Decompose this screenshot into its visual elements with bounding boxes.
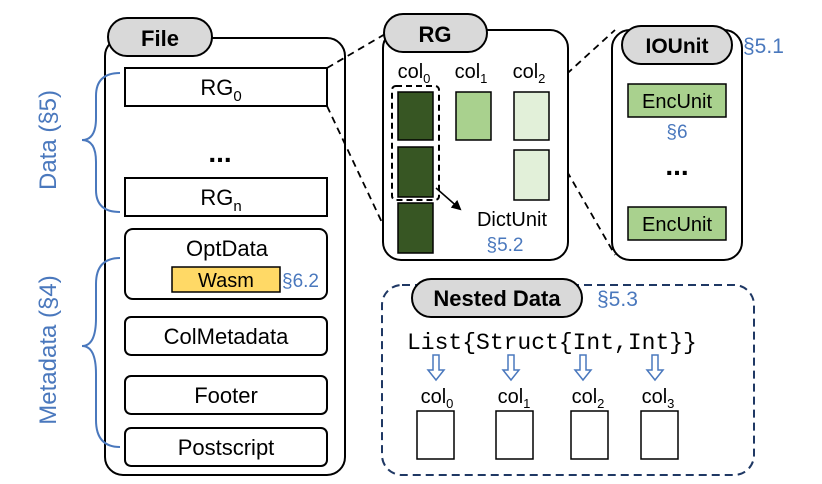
data-side-label: Data (§5) (35, 90, 62, 190)
encunit-bottom-label: EncUnit (642, 214, 712, 236)
rg-col1-label: col1 (455, 61, 488, 86)
file-title-pill (107, 17, 213, 57)
encunit-top-label: EncUnit (642, 91, 712, 113)
nested-arrow-1 (501, 354, 521, 382)
footer-box (124, 375, 328, 415)
optdata-label: OptData (186, 236, 269, 261)
nested-col1-label: col1 (498, 386, 531, 411)
rg-col0-label: col0 (398, 61, 431, 86)
metadata-brace: Metadata (§4) (35, 257, 121, 448)
footer-label: Footer (194, 383, 258, 408)
nested-col2-block (570, 410, 609, 460)
nested-title: Nested Data (433, 286, 561, 311)
iounit-title-pill (621, 25, 733, 65)
nested-col0-label: col0 (421, 386, 454, 411)
nested-section-ref: §5.3 (597, 288, 638, 311)
rgn-label: RGn (200, 185, 241, 215)
metadata-side-label: Metadata (§4) (35, 275, 62, 424)
rg-col0-block-3 (397, 202, 434, 254)
nested-title-pill (411, 278, 583, 318)
rg-ellipsis: ... (208, 137, 231, 168)
iounit-section-ref: §5.1 (743, 35, 784, 58)
iounit-panel: IOUnit §5.1 EncUnit §6 ... EncUnit (611, 25, 784, 261)
nested-arrow-3 (645, 354, 665, 382)
rg-col2-label: col2 (513, 61, 546, 86)
iounit-dashed-group (391, 85, 440, 201)
rg-col0-block-2 (397, 146, 434, 198)
nested-col3-label: col3 (642, 386, 675, 411)
rg-col2-block-2 (513, 149, 550, 201)
nested-schema: List{Struct{Int,Int}} (407, 330, 697, 356)
nested-data-panel: Nested Data §5.3 List{Struct{Int,Int}} c… (381, 278, 755, 476)
rg-title: RG (419, 22, 452, 47)
encunit-top-box (627, 83, 727, 118)
nested-arrow-2 (573, 354, 593, 382)
wasm-box (171, 266, 281, 293)
nested-arrow-0 (426, 354, 446, 382)
rg-col1-block (455, 91, 492, 141)
nested-col3-block (640, 410, 679, 460)
nested-col2-label: col2 (572, 386, 605, 411)
postscript-label: Postscript (178, 435, 275, 460)
rg-section-ref: §5.2 (487, 235, 524, 256)
nested-col0-block (416, 410, 455, 460)
dictunit-label: DictUnit (477, 209, 547, 231)
rg-title-pill (383, 13, 488, 53)
rgn-box (124, 177, 328, 217)
nested-col1-block (495, 410, 534, 460)
rg0-box (124, 67, 328, 107)
iounit-title: IOUnit (646, 35, 709, 58)
file-panel: File RG0 ... RGn OptData Wasm §6.2 ColMe… (104, 17, 346, 476)
wasm-section-ref: §6.2 (282, 271, 319, 292)
rg0-label: RG0 (200, 75, 241, 105)
colmetadata-label: ColMetadata (164, 324, 290, 349)
dictunit-arrow (435, 187, 462, 211)
rg-col0-block-1 (397, 91, 434, 141)
encunit-section-ref: §6 (666, 122, 687, 143)
rg-col2-block-1 (513, 91, 550, 141)
data-brace: Data (§5) (35, 72, 121, 213)
rg-panel: RG col0 col1 col2 DictUnit §5.2 (382, 13, 569, 261)
file-title: File (141, 26, 179, 51)
wasm-label: Wasm (198, 270, 254, 292)
postscript-box (124, 427, 328, 467)
encunit-ellipsis: ... (665, 150, 688, 181)
encunit-bottom-box (627, 206, 727, 241)
colmetadata-box (124, 316, 328, 356)
